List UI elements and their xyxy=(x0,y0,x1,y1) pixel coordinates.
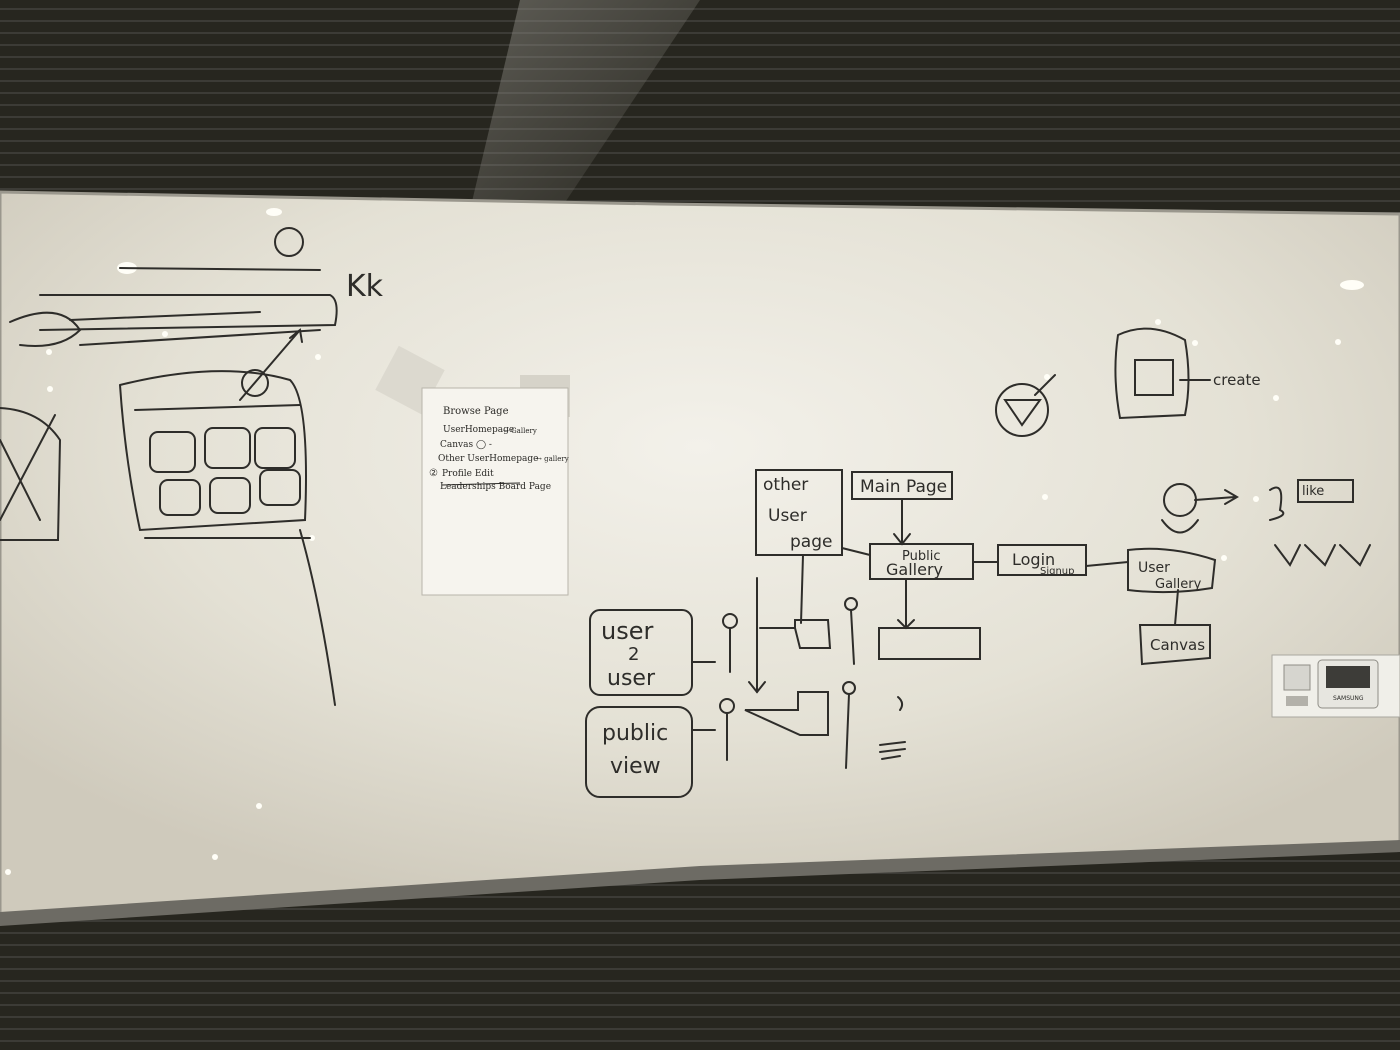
wall-top xyxy=(0,0,1400,220)
note-line-4: Other UserHomepage xyxy=(438,454,538,464)
note-line-2: UserHomepage xyxy=(443,425,514,435)
thermostat: SAMSUNG xyxy=(1271,654,1400,718)
public-view-label-1: public xyxy=(602,721,668,746)
note-side-2: → gallery xyxy=(536,455,569,463)
signup-label: Signup xyxy=(1040,566,1075,577)
light-ray xyxy=(470,0,700,210)
note-line-5: Profile Edit xyxy=(442,469,494,479)
login-label: Login xyxy=(1012,550,1055,569)
paper-note: Browse Page UserHomepage → Gallery Canva… xyxy=(421,387,569,596)
public-gallery-label-2: Gallery xyxy=(886,560,943,579)
other-user-page-label-1: other xyxy=(763,475,808,495)
user-gallery-label-1: User xyxy=(1138,560,1170,576)
light-reflections xyxy=(5,208,1364,875)
other-user-page-label-3: page xyxy=(790,532,832,552)
public-gallery-label-1: Public xyxy=(902,549,940,564)
kk-label: Kk xyxy=(346,269,384,304)
whiteboard xyxy=(0,190,1400,922)
user-gallery-label-2: Gallery xyxy=(1155,577,1202,592)
other-user-page-label-2: User xyxy=(768,506,807,526)
public-view-label-2: view xyxy=(610,754,661,779)
note-line-6: Leaderships Board Page xyxy=(440,482,551,492)
user2user-label-3: user xyxy=(607,666,656,691)
like-label: like xyxy=(1302,484,1324,499)
flow-lines xyxy=(585,469,1217,798)
thermostat-brand: SAMSUNG xyxy=(1333,695,1364,702)
note-side-1: → Gallery xyxy=(503,427,537,435)
top-left-sketch xyxy=(0,227,338,706)
board-shadow-edge xyxy=(0,840,1400,926)
canvas-label: Canvas xyxy=(1150,636,1205,654)
main-page-label: Main Page xyxy=(860,477,947,497)
user2user-label-2: 2 xyxy=(628,644,639,665)
create-label: create xyxy=(1213,371,1261,389)
note-line-1: Browse Page xyxy=(443,406,509,417)
right-sketch xyxy=(995,327,1371,567)
user2user-label-1: user xyxy=(601,617,653,645)
note-marker-number: ② xyxy=(429,468,438,479)
note-line-3: Canvas ◯ - xyxy=(440,440,492,450)
